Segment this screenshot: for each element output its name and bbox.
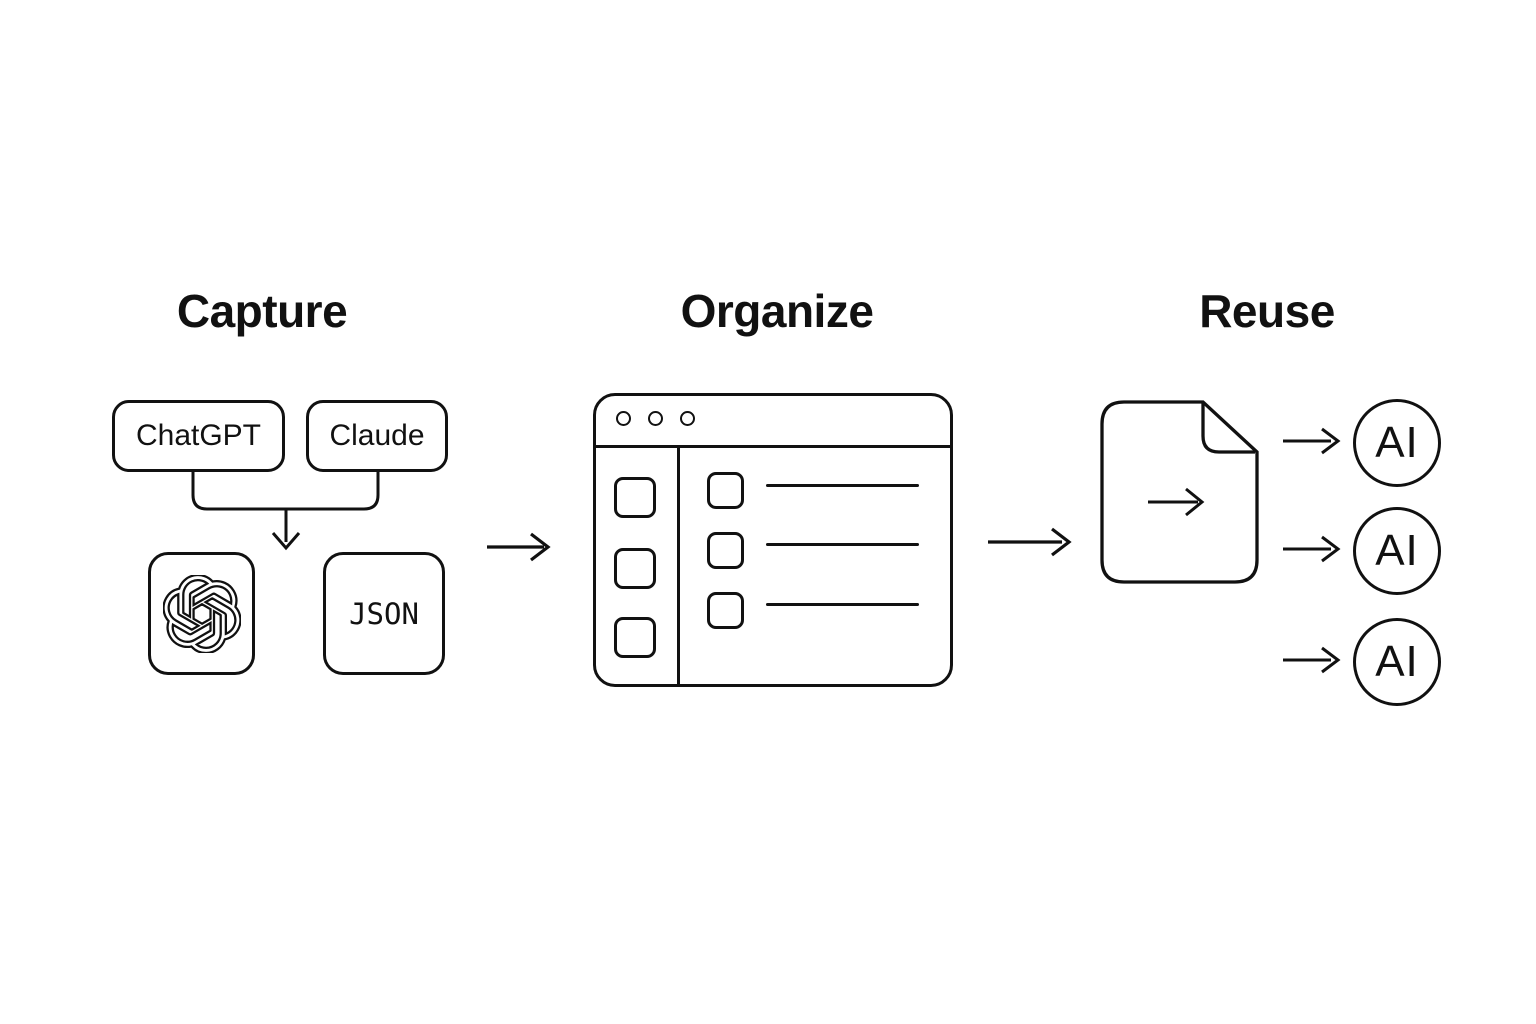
arrow-right-icon	[1283, 535, 1341, 563]
traffic-light-dot	[648, 411, 663, 426]
list-checkbox-icon	[706, 532, 744, 569]
ai-label: AI	[1375, 526, 1419, 575]
ai-target-circle: AI	[1353, 618, 1441, 706]
ai-label: AI	[1375, 637, 1419, 686]
merge-connector	[191, 471, 380, 511]
openai-output-box	[148, 552, 255, 675]
chatgpt-source-box: ChatGPT	[112, 400, 285, 472]
claude-label: Claude	[329, 419, 425, 452]
list-text-line	[765, 484, 919, 487]
chatgpt-label: ChatGPT	[135, 419, 262, 452]
list-text-line	[765, 543, 919, 546]
json-label: JSON	[349, 596, 419, 631]
openai-logo-icon	[162, 574, 241, 653]
arrow-down-icon	[271, 509, 301, 551]
window-list-area	[680, 448, 951, 684]
ai-target-circle: AI	[1353, 399, 1441, 487]
organize-title: Organize	[680, 285, 874, 337]
sidebar-item-icon	[613, 548, 656, 589]
window-sidebar	[596, 448, 680, 684]
browser-window-icon	[593, 393, 953, 687]
arrow-right-icon	[1283, 646, 1341, 674]
json-output-box: JSON	[323, 552, 445, 675]
reuse-title: Reuse	[1199, 285, 1335, 337]
sidebar-item-icon	[613, 617, 656, 658]
sidebar-item-icon	[613, 477, 656, 518]
claude-source-box: Claude	[306, 400, 448, 472]
window-titlebar	[596, 396, 950, 448]
document-export-icon	[1100, 400, 1259, 584]
traffic-light-dot	[616, 411, 631, 426]
ai-label: AI	[1375, 418, 1419, 467]
list-text-line	[765, 603, 919, 606]
ai-target-circle: AI	[1353, 507, 1441, 595]
arrow-right-icon	[988, 527, 1072, 557]
window-body	[596, 448, 950, 684]
arrow-right-icon	[487, 532, 551, 562]
list-checkbox-icon	[706, 592, 744, 629]
list-checkbox-icon	[706, 472, 744, 509]
traffic-light-dot	[680, 411, 695, 426]
arrow-right-icon	[1283, 427, 1341, 455]
capture-title: Capture	[176, 285, 348, 337]
